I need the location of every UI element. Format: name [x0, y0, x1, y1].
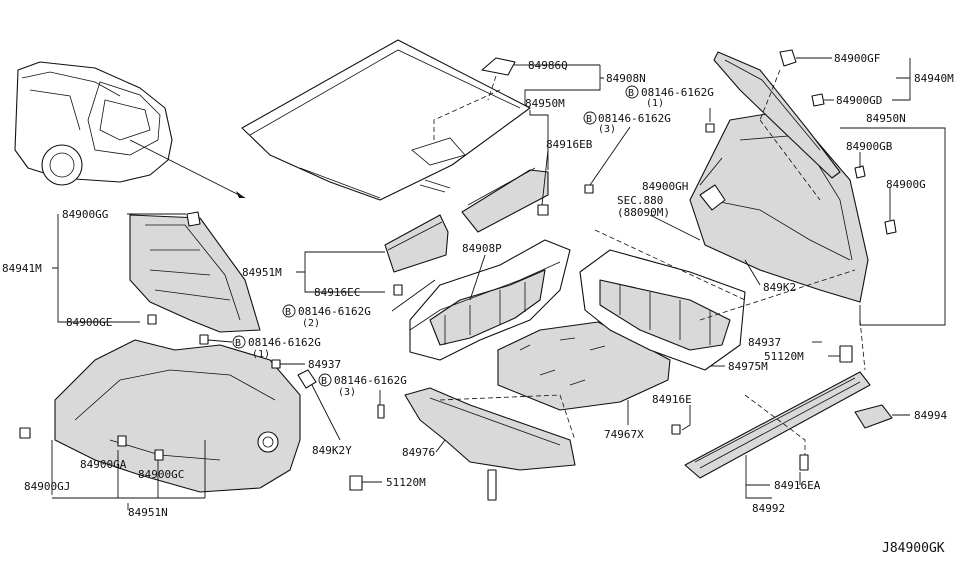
label-84940M: 84940M — [914, 72, 954, 85]
label-84900GH: 84900GH — [642, 180, 688, 193]
label-84994: 84994 — [914, 409, 947, 422]
label-84937-right: 84937 — [748, 336, 781, 349]
label-84951N: 84951N — [128, 506, 168, 519]
label-84900GD: 84900GD — [836, 94, 882, 107]
upper-trim-84940M — [713, 51, 841, 179]
label-84950N: 84950N — [866, 112, 906, 125]
bolt-marker-4: B — [235, 338, 241, 349]
label-bolt-3: 08146-6162G — [598, 112, 671, 125]
storage-tray-84976 — [404, 387, 576, 501]
label-bolt-4-qty: (1) — [252, 349, 270, 360]
clip-84986Q — [481, 57, 516, 101]
floor-trim-84975M — [579, 249, 746, 371]
label-84900GE: 84900GE — [66, 316, 112, 329]
part-labels: 84986Q 84908N 84950M 84916EB 08146-6162G… — [2, 52, 954, 556]
label-84941M: 84941M — [2, 262, 42, 275]
label-bolt-5-qty: (3) — [338, 387, 356, 398]
label-84950M: 84950M — [525, 97, 565, 110]
label-88090M: (88090M) — [617, 206, 670, 219]
floor-box-84908P — [409, 239, 571, 361]
diagram-id: J84900GK — [882, 541, 945, 556]
label-bolt-1: 08146-6162G — [641, 86, 714, 99]
label-84986Q: 84986Q — [528, 59, 568, 72]
fasteners — [19, 49, 897, 491]
finisher-84951M — [384, 214, 449, 296]
bolt-markers: B B B B B — [232, 85, 639, 387]
label-849K2Y: 849K2Y — [312, 444, 352, 457]
bolt-marker-5: B — [321, 376, 327, 387]
label-84937-left: 84937 — [308, 358, 341, 371]
finisher-84950M — [461, 167, 549, 233]
bolt-marker-1: B — [628, 88, 634, 99]
kick-plate-84992 — [684, 371, 871, 479]
label-84900GJ: 84900GJ — [24, 480, 70, 493]
label-84900GF: 84900GF — [834, 52, 880, 65]
label-849K2: 849K2 — [763, 281, 796, 294]
vehicle-illustration — [14, 61, 246, 199]
label-51120M-right: 51120M — [764, 350, 804, 363]
label-74967X: 74967X — [604, 428, 644, 441]
label-84908P: 84908P — [462, 242, 502, 255]
bolt-marker-2: B — [586, 114, 592, 125]
label-84908N: 84908N — [606, 72, 646, 85]
label-84900G: 84900G — [886, 178, 926, 191]
floor-mat-74967X — [497, 321, 671, 411]
label-84900GC: 84900GC — [138, 468, 184, 481]
label-84992: 84992 — [752, 502, 785, 515]
label-84916EC: 84916EC — [314, 286, 360, 299]
label-bolt-4: 08146-6162G — [248, 336, 321, 349]
right-trim-84950N — [689, 109, 869, 303]
label-bolt-5: 08146-6162G — [334, 374, 407, 387]
label-bolt-1-qty: (1) — [646, 98, 664, 109]
leader-lines — [51, 57, 946, 510]
left-upper-trim-84941M — [129, 214, 261, 333]
label-84900GG: 84900GG — [62, 208, 108, 221]
label-51120M-left: 51120M — [386, 476, 426, 489]
label-sec-880: SEC.880 — [617, 194, 663, 207]
label-84916E: 84916E — [652, 393, 692, 406]
label-bolt-2: 08146-6162G — [298, 305, 371, 318]
label-84976: 84976 — [402, 446, 435, 459]
bolt-marker-3: B — [285, 307, 291, 318]
label-84916EA: 84916EA — [774, 479, 821, 492]
label-84975M: 84975M — [728, 360, 768, 373]
label-84900GA: 84900GA — [80, 458, 127, 471]
cover-84994 — [854, 404, 893, 429]
label-84900GB: 84900GB — [846, 140, 893, 153]
luggage-board — [241, 39, 531, 201]
label-bolt-2-qty: (2) — [302, 318, 320, 329]
label-bolt-3-qty: (3) — [598, 124, 616, 135]
dashed-relations — [439, 69, 866, 441]
left-lower-trim-84951N — [54, 339, 301, 493]
label-84916EB: 84916EB — [546, 138, 593, 151]
label-84951M: 84951M — [242, 266, 282, 279]
